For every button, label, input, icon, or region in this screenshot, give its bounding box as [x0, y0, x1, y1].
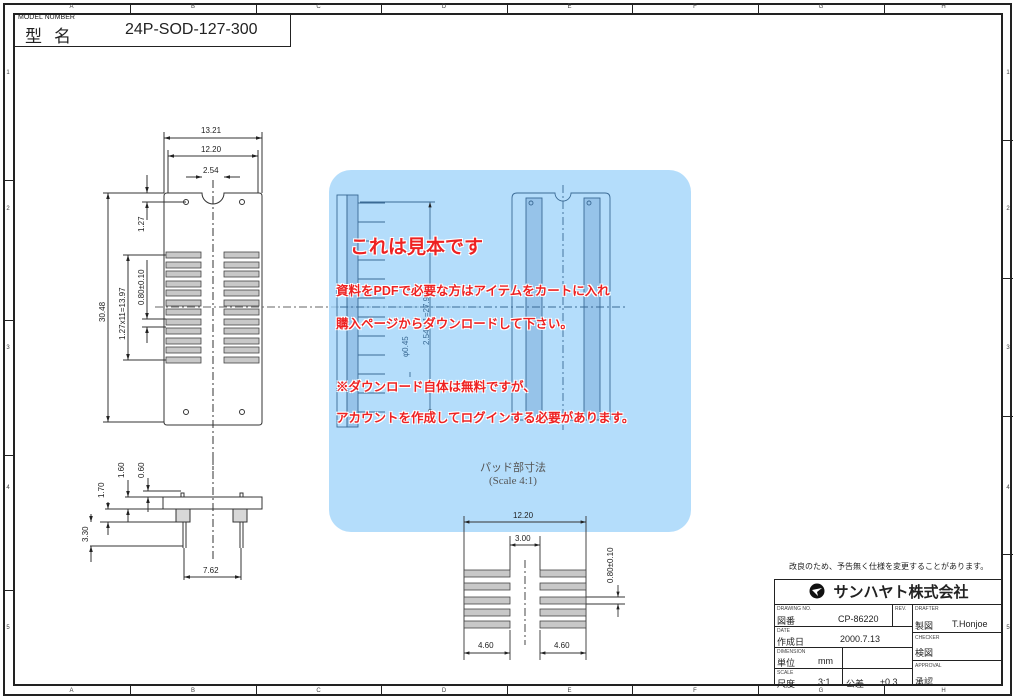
- ruler-col-a: A: [69, 4, 74, 10]
- dimension-kanji: 単位: [777, 658, 796, 668]
- pad-dim-width: 0.80±0.10: [606, 547, 615, 583]
- ruler-row-5: 5: [6, 625, 10, 631]
- ruler-row-3-right: 3: [1006, 345, 1010, 351]
- date-value: 2000.7.13: [840, 634, 881, 644]
- company-logo-icon: [809, 583, 825, 599]
- checker-kanji: 検図: [915, 648, 934, 658]
- sample-line-1: 資料をPDFで必要な方はアイテムをカートに入れ: [336, 284, 610, 298]
- ruler-row-4-right: 4: [1006, 485, 1010, 491]
- scale-label: SCALE: [777, 670, 794, 676]
- model-number-label: MODEL NUMBER: [18, 14, 75, 21]
- ruler-row-3: 3: [6, 345, 10, 351]
- pad-layout-pads: [463, 569, 587, 629]
- sample-line-3: ※ダウンロード自体は無料ですが、: [336, 380, 536, 394]
- dim-inner-width: 12.20: [201, 145, 222, 154]
- pad-dim-total: 12.20: [513, 511, 534, 520]
- ruler-col-e: E: [567, 4, 572, 10]
- approval-label: APPROVAL: [915, 663, 942, 669]
- checker-label: CHECKER: [915, 635, 940, 641]
- ruler-col-a-bottom: A: [69, 688, 74, 694]
- ruler-row-4: 4: [6, 485, 10, 491]
- model-number-kanji: 型名: [25, 27, 83, 46]
- tolerance-value: ±0.3: [880, 677, 898, 687]
- ruler-col-b-bottom: B: [190, 688, 195, 694]
- approval-kanji: 承認: [915, 677, 934, 687]
- sample-watermark-panel: [329, 170, 691, 532]
- company-name: サンハヤト株式会社: [833, 583, 969, 601]
- ruler-col-c-bottom: C: [316, 688, 321, 694]
- dimension-unit: mm: [818, 656, 833, 666]
- ruler-col-g: G: [818, 4, 824, 10]
- company-row: サンハヤト株式会社: [775, 580, 1003, 602]
- rev-label: REV.: [895, 606, 907, 612]
- pad-dim-gap: 3.00: [515, 534, 531, 543]
- top-view-pads: [165, 251, 260, 364]
- ruler-col-f-bottom: F: [693, 688, 697, 694]
- sample-line-2: 購入ページからダウンロードして下さい。: [336, 317, 573, 331]
- drawing-no-label: DRAWING NO.: [777, 606, 812, 612]
- pad-dim-right-len: 4.60: [554, 641, 570, 650]
- dim-overall-width: 13.21: [201, 126, 222, 135]
- side-view: [89, 455, 263, 580]
- model-number-box: [13, 13, 291, 47]
- pad-scale-text: (Scale 4:1): [489, 475, 537, 487]
- date-label: DATE: [777, 628, 790, 634]
- ruler-col-d-bottom: D: [441, 688, 447, 694]
- pad-layout-title: パッド部寸法 (Scale 4:1): [480, 462, 546, 488]
- dimension-label: DIMENSION: [777, 649, 806, 655]
- pad-title-text: パッド部寸法: [480, 462, 546, 474]
- sample-heading: これは見本です: [350, 237, 484, 258]
- ruler-col-h-bottom: H: [941, 688, 946, 694]
- sample-line-4: アカウントを作成してログインする必要があります。: [336, 411, 635, 425]
- spec-change-notice: 改良のため、予告無く仕様を変更することがあります。: [789, 562, 989, 571]
- date-kanji: 作成日: [777, 637, 805, 647]
- pad-dim-left-len: 4.60: [478, 641, 494, 650]
- ruler-row-1: 1: [6, 70, 10, 76]
- ruler-row-2-right: 2: [1006, 206, 1010, 212]
- drafter-name: T.Honjoe: [952, 619, 988, 629]
- drawing-no-kanji: 図番: [777, 616, 796, 626]
- ruler-col-h: H: [941, 4, 946, 10]
- ruler-col-d: D: [441, 4, 447, 10]
- dim-notch: 2.54: [203, 166, 219, 175]
- ruler-col-c: C: [316, 4, 321, 10]
- dim-row-spacing: 7.62: [203, 566, 219, 575]
- ruler-row-5-right: 5: [1006, 625, 1010, 631]
- ruler-col-f: F: [693, 4, 697, 10]
- ruler-row-2: 2: [6, 206, 10, 212]
- drawing-frame-inner: [13, 13, 1003, 686]
- tolerance-kanji: 公差: [846, 679, 865, 689]
- drafter-kanji: 製図: [915, 621, 934, 631]
- model-number-value: 24P-SOD-127-300: [125, 21, 258, 38]
- drawing-no-value: CP-86220: [838, 614, 879, 624]
- scale-value: 3:1: [818, 677, 831, 687]
- ruler-row-1-right: 1: [1006, 70, 1010, 76]
- ruler-col-b: B: [190, 4, 195, 10]
- ruler-col-g-bottom: G: [818, 688, 824, 694]
- scale-kanji: 尺度: [777, 679, 796, 689]
- drafter-label: DRAFTER: [915, 606, 939, 612]
- ruler-col-e-bottom: E: [567, 688, 572, 694]
